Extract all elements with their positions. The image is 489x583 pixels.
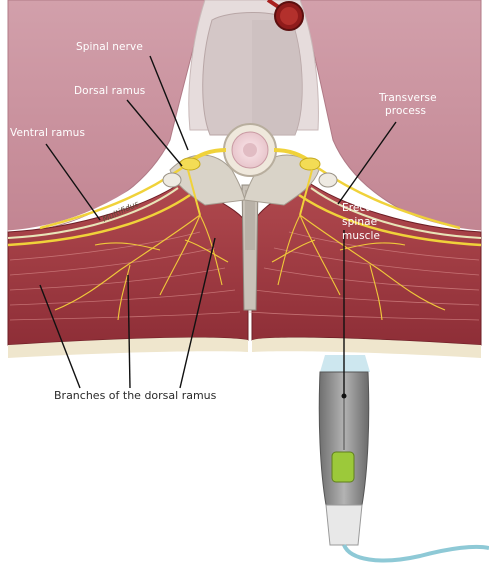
- probe-indicator: [332, 452, 354, 482]
- vertebral-body-shade: [252, 20, 302, 135]
- transverse-process-left: [163, 173, 181, 187]
- probe-cable-housing: [326, 505, 362, 545]
- ventral-ramus-label: Ventral ramus: [10, 127, 85, 139]
- aorta-lumen: [280, 7, 298, 25]
- erector-label-1: Erector: [342, 202, 381, 214]
- spinal-nerve-label: Spinal nerve: [76, 41, 143, 53]
- transverse-process-label-2: process: [385, 105, 426, 117]
- branches-label: Branches of the dorsal ramus: [54, 389, 217, 402]
- transverse-process-right: [319, 173, 337, 187]
- erector-label-2: spinae: [342, 216, 377, 228]
- erector-label-3: muscle: [342, 230, 380, 242]
- probe-gel: [320, 355, 370, 372]
- transverse-process-label-1: Transverse: [378, 92, 437, 104]
- dorsal-ramus-label: Dorsal ramus: [74, 85, 145, 97]
- grey-matter: [243, 143, 257, 157]
